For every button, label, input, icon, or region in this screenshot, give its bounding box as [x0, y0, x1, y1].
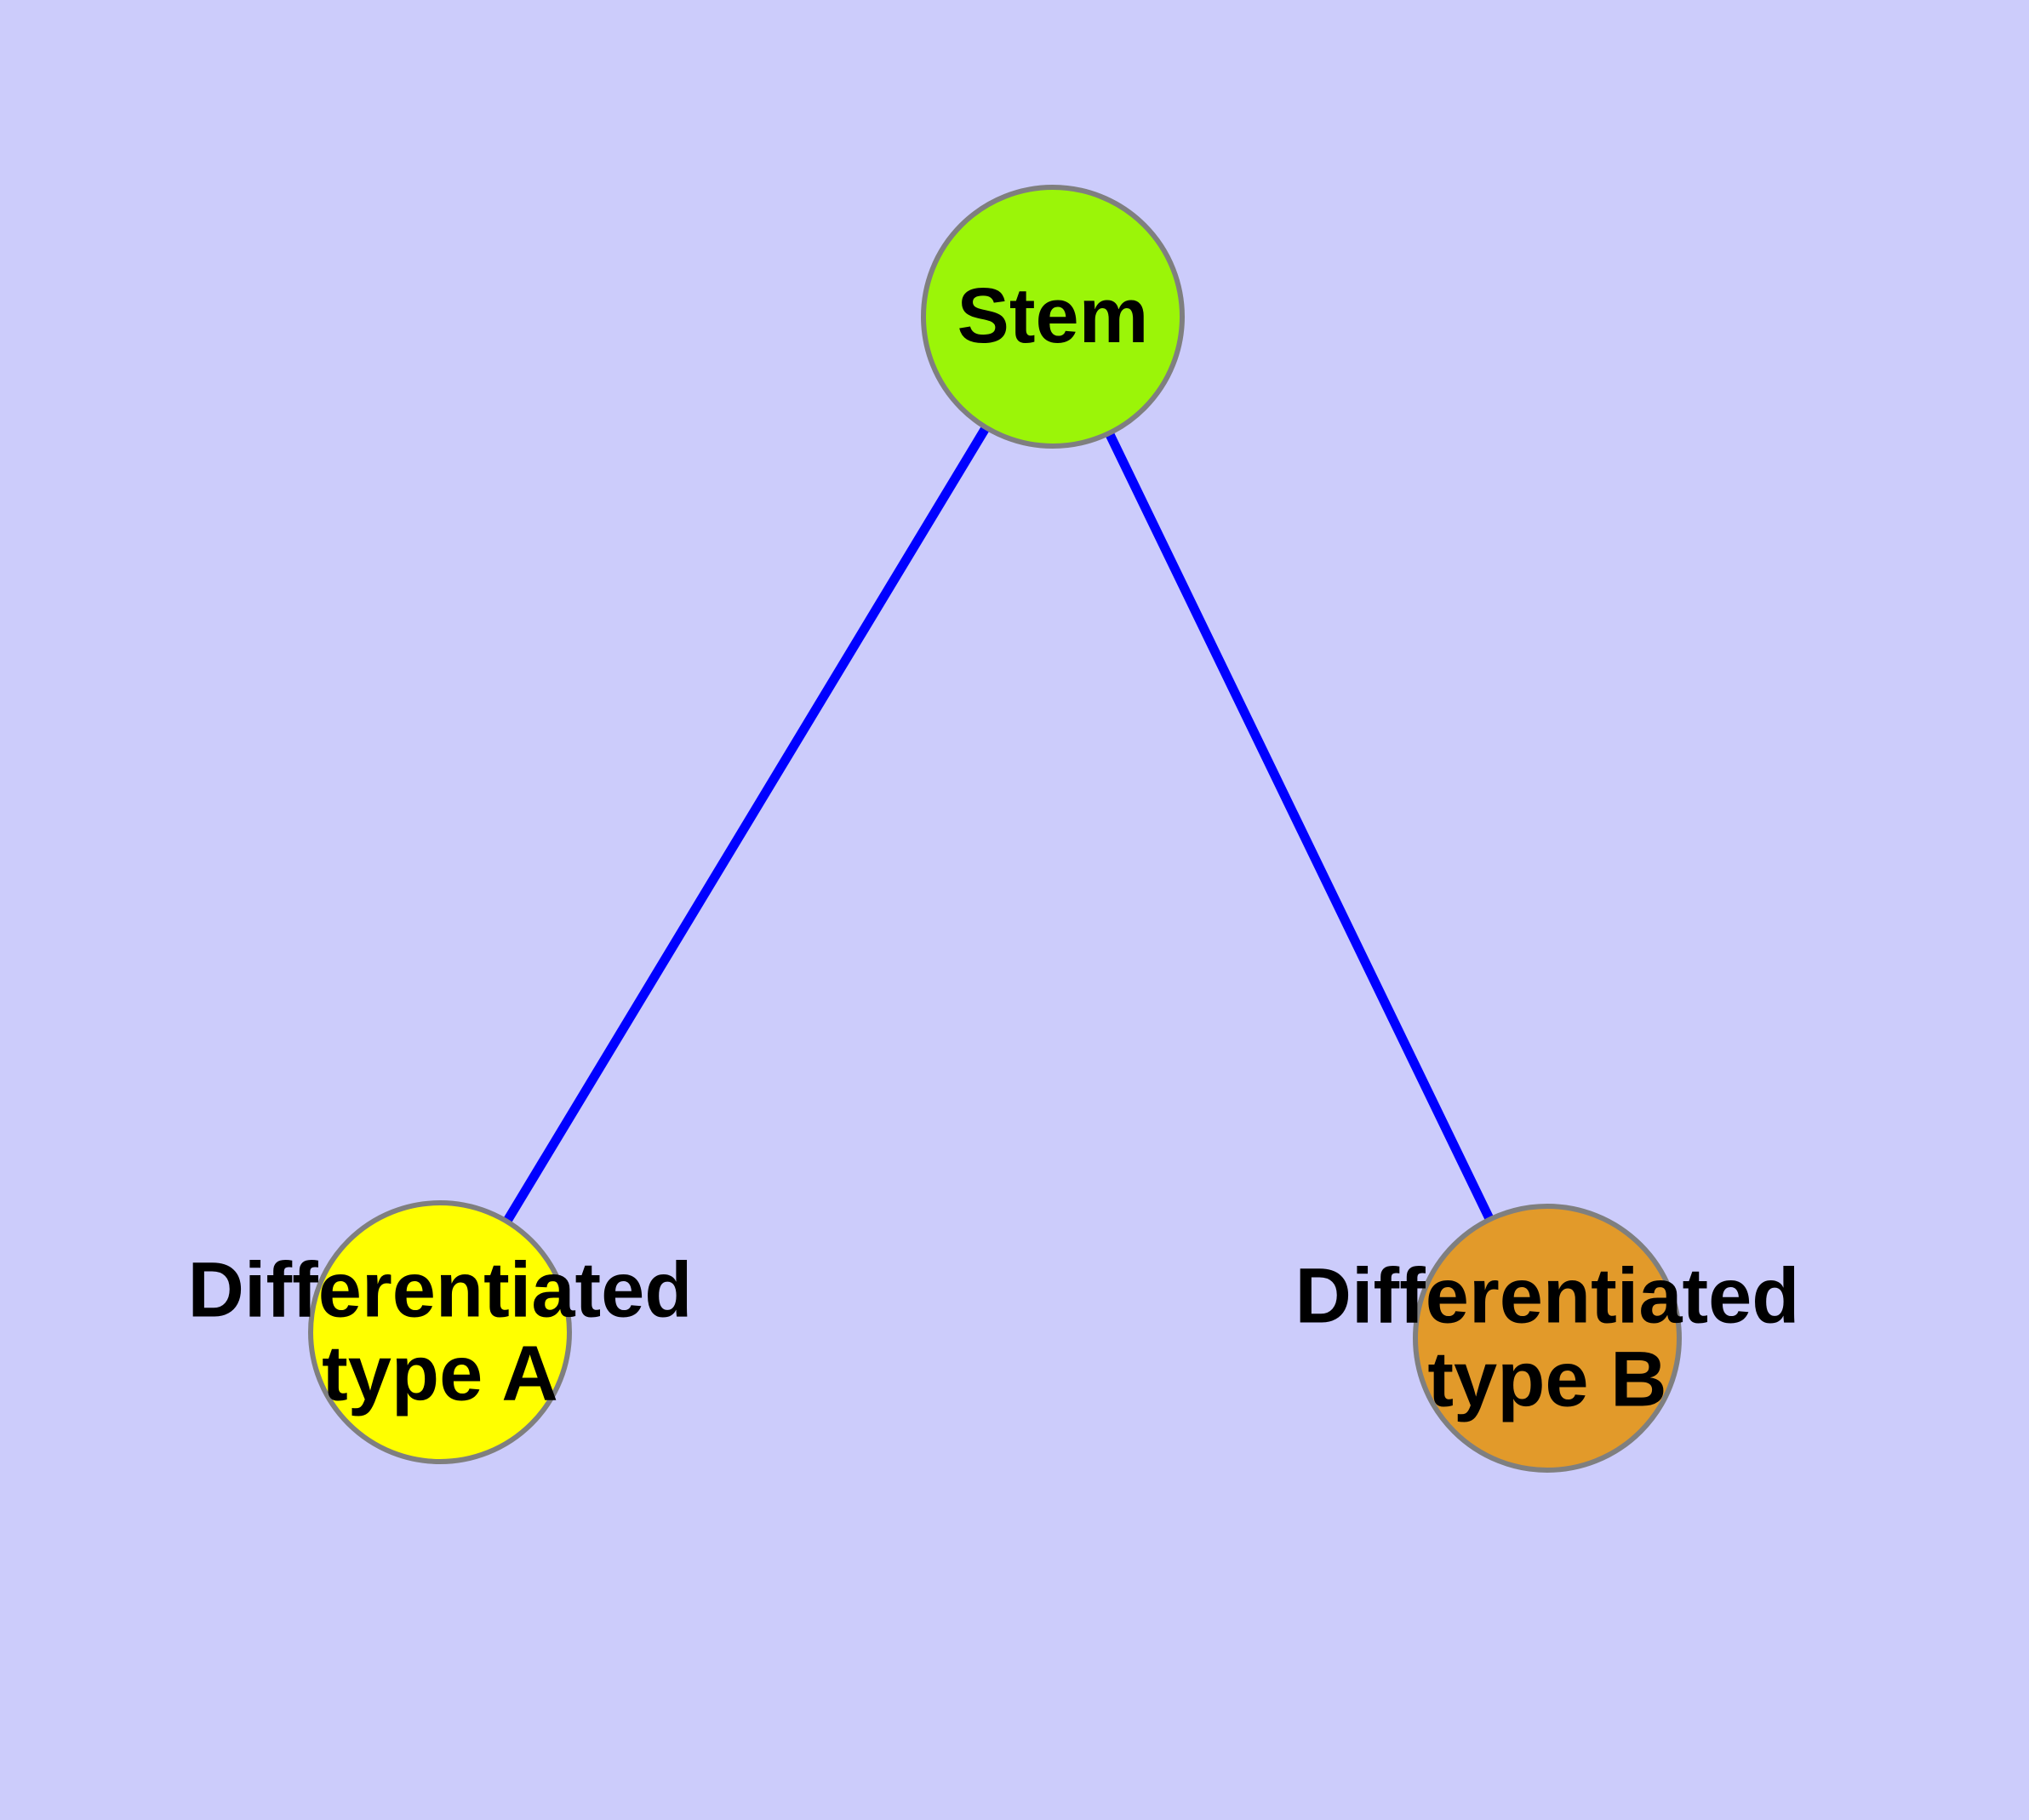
graph-node-stem[interactable]: [921, 185, 1185, 449]
edge-layer: [436, 314, 1552, 1341]
graph-node-diff-b[interactable]: [1413, 1204, 1682, 1473]
graph-edge[interactable]: [1049, 314, 1552, 1341]
node-layer: [308, 185, 1682, 1473]
graph-edge[interactable]: [436, 314, 1057, 1335]
graph-node-diff-a[interactable]: [308, 1200, 572, 1464]
